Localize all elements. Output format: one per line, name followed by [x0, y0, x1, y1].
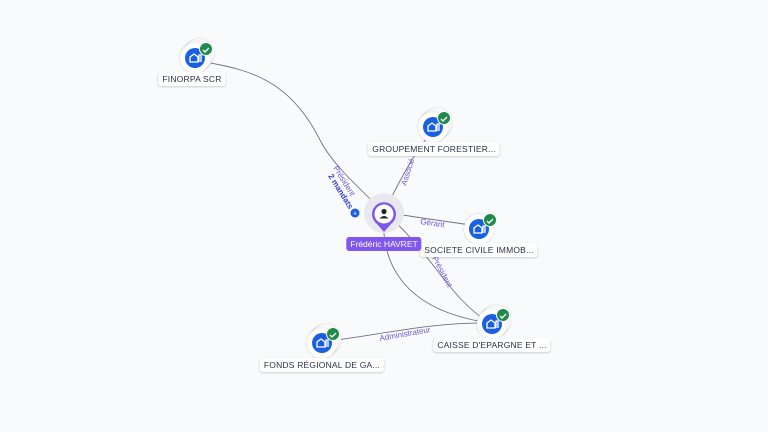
- company-label-groupement[interactable]: GROUPEMENT FORESTIER...: [368, 142, 500, 156]
- company-label-societe[interactable]: SOCIETE CIVILE IMMOB...: [420, 243, 538, 257]
- edge-president-finorpa[interactable]: [204, 61, 385, 213]
- person-node[interactable]: [363, 192, 405, 234]
- company-node-fonds[interactable]: [307, 324, 343, 364]
- company-node-societe[interactable]: [464, 213, 500, 250]
- company-label-fonds[interactable]: FONDS RÉGIONAL DE GA...: [259, 358, 385, 372]
- verified-check-icon: [437, 111, 451, 125]
- verified-check-icon: [326, 327, 340, 341]
- edge-label-president-caisse: Président: [430, 255, 454, 290]
- mandats-expand-icon[interactable]: [350, 208, 360, 218]
- verified-check-icon: [199, 42, 213, 56]
- edge-label-associe: Associé: [399, 157, 416, 187]
- verified-check-icon: [496, 308, 510, 322]
- edge-label-administrateur: Administrateur: [379, 325, 432, 343]
- verified-check-icon: [483, 213, 497, 227]
- person-label[interactable]: Frédéric HAVRET: [346, 237, 422, 251]
- company-node-caisse[interactable]: [477, 305, 513, 345]
- company-node-groupement[interactable]: [418, 108, 454, 148]
- edge-administrateur-fonds[interactable]: [320, 322, 491, 343]
- person-icon: [379, 208, 389, 219]
- company-node-finorpa[interactable]: [180, 39, 216, 79]
- company-label-finorpa[interactable]: FINORPA SCR: [158, 72, 226, 86]
- edge-label-gerant: Gérant: [420, 217, 446, 229]
- mandats-expand-plus: +: [353, 211, 357, 218]
- company-label-caisse[interactable]: CAISSE D'EPARGNE ET ...: [433, 338, 551, 352]
